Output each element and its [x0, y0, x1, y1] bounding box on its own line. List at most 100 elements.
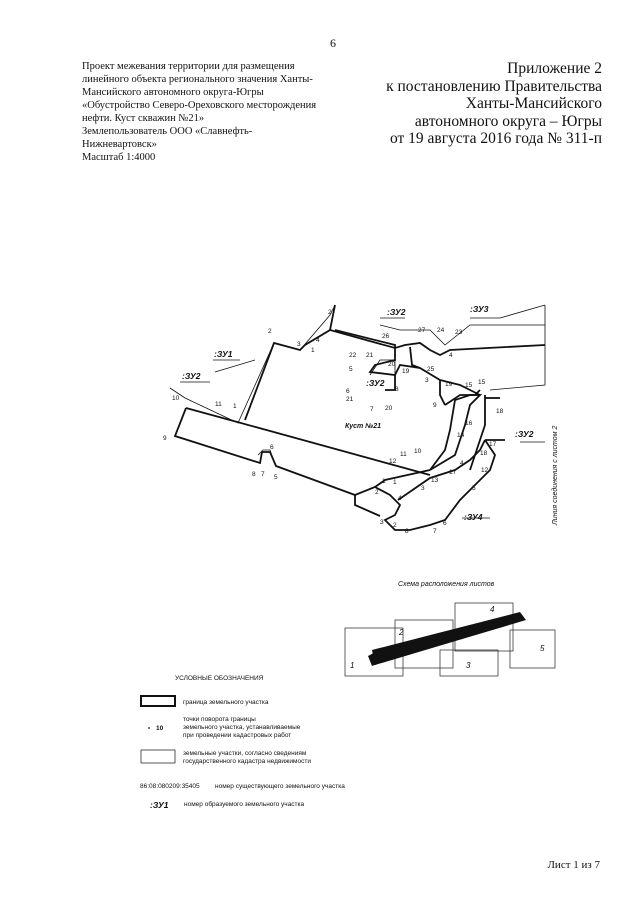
zone-label: :ЗУ4: [464, 512, 483, 522]
annex-line: от 19 августа 2016 года № 311-п: [389, 130, 602, 147]
scheme-sheets: [344, 602, 556, 677]
point-label: 8: [252, 471, 256, 478]
point-label: 4: [316, 337, 320, 344]
point-label: 21: [366, 352, 374, 359]
point-label: 2: [328, 309, 332, 316]
legend-existing-number: 86:08:080209:35405: [140, 783, 200, 790]
point-label: 16: [465, 420, 473, 427]
zone-label: :ЗУ1: [214, 349, 233, 359]
point-label: 6: [270, 444, 274, 451]
scheme-title: Схема расположения листов: [398, 581, 495, 588]
point-label: 15: [465, 382, 473, 389]
land-boundaries: [173, 304, 546, 531]
project-line: Землепользователь ООО «Славнефть-: [82, 126, 253, 137]
legend-cadastre-line: земельные участки, согласно сведениям: [183, 750, 307, 757]
point-label: 8: [395, 386, 399, 393]
point-label: 3: [421, 485, 425, 492]
legend-points-line: точки поворота границы: [183, 716, 256, 723]
point-label: 12: [389, 458, 397, 465]
point-label: 6: [443, 520, 447, 527]
connection-line-label: Линия соединения с листом 2: [551, 426, 559, 526]
point-label: 3: [297, 341, 301, 348]
project-line: линейного объекта регионального значения…: [82, 74, 313, 85]
point-label: 10: [172, 395, 180, 402]
point-label: 26: [382, 333, 390, 340]
point-label: 1: [233, 403, 237, 410]
legend-existing-text: номер существующего земельного участка: [215, 783, 345, 790]
annex-line: автономного округа – Югры: [414, 112, 602, 130]
annex-header: Приложение 2 к постановлению Правительст…: [342, 60, 602, 148]
project-line: нефти. Куст скважин №21»: [82, 113, 205, 124]
point-label: 12: [481, 467, 489, 474]
site-label: Куст №21: [345, 423, 381, 430]
point-label: 8: [405, 528, 409, 535]
annex-line: Приложение 2: [507, 60, 602, 77]
zone-label: :ЗУ2: [366, 378, 385, 388]
project-line: «Обустройство Северо-Ореховского месторо…: [82, 100, 317, 111]
scheme-sheet-number: 1: [350, 661, 354, 670]
point-label: 3: [380, 519, 384, 526]
point-label: 1: [393, 479, 397, 486]
scheme-route: [372, 612, 526, 665]
legend-title: УСЛОВНЫЕ ОБОЗНАЧЕНИЯ: [175, 675, 264, 682]
legend-points-line: земельного участка, устанавливаемые: [183, 724, 301, 731]
point-label: 4: [460, 460, 464, 467]
point-label: 4: [398, 495, 402, 502]
annex-line: к постановлению Правительства: [386, 77, 602, 95]
point-label: 17: [489, 441, 497, 448]
point-label: 2: [375, 489, 379, 496]
scheme-sheet-number: 2: [398, 628, 404, 637]
scheme-sheet-number: 4: [490, 605, 495, 614]
project-line: Нижневартовск»: [82, 139, 157, 150]
point-label: 24: [437, 327, 445, 334]
point-label: 21: [346, 396, 354, 403]
zone-label: :ЗУ2: [387, 307, 406, 317]
point-label: 4: [449, 352, 453, 359]
point-label: 18: [496, 408, 504, 415]
annex-line: Ханты-Мансийского: [465, 95, 602, 112]
zone-label: :ЗУ3: [470, 304, 489, 314]
legend-cadastre-line: государственного кадастра недвижимости: [183, 758, 311, 765]
sheet-footer: Лист 1 из 7: [547, 859, 600, 871]
scheme-sheet-number: 5: [540, 644, 545, 653]
legend-boundary-swatch: [140, 695, 176, 707]
scheme-sheet-number: 3: [466, 661, 471, 670]
page-number: 6: [330, 36, 336, 50]
point-label: 19: [402, 368, 410, 375]
legend-new-number: :ЗУ1: [150, 800, 169, 810]
zone-label: :ЗУ2: [515, 429, 534, 439]
legend-cadastre-swatch: [140, 749, 176, 764]
point-label: 9: [433, 402, 437, 409]
point-label: 5: [349, 366, 353, 373]
scheme-site: [368, 648, 388, 666]
point-label: 15: [478, 379, 486, 386]
project-line: Мансийского автономного округа-Югры: [82, 87, 264, 98]
point-label: 20: [388, 361, 396, 368]
point-label: 20: [385, 405, 393, 412]
point-label: 10: [414, 448, 422, 455]
point-label: 1: [382, 478, 386, 485]
point-label: 27: [418, 327, 426, 334]
legend-point-sample: 10: [156, 725, 164, 732]
legend-new-text: номер образуемого земельного участка: [184, 800, 305, 808]
point-label: 23: [455, 329, 463, 336]
point-label: 3: [425, 377, 429, 384]
point-label: 7: [433, 528, 437, 535]
point-label: 7: [370, 406, 374, 413]
point-label: 17: [449, 469, 457, 476]
point-label: 19: [445, 381, 453, 388]
point-label: 13: [431, 477, 439, 484]
legend-boundary-text: граница земельного участка: [183, 699, 269, 706]
project-description: Проект межевания территории для размещен…: [82, 60, 342, 164]
point-label: 25: [427, 366, 435, 373]
point-label: 9: [163, 435, 167, 442]
point-label: 18: [480, 450, 488, 457]
point-label: 11: [215, 401, 222, 408]
legend-points-line: при проведении кадастровых работ: [183, 731, 291, 739]
point-label: 1: [311, 347, 315, 354]
point-label: 5: [274, 474, 278, 481]
point-label: 7: [261, 471, 265, 478]
point-label: 22: [349, 352, 357, 359]
